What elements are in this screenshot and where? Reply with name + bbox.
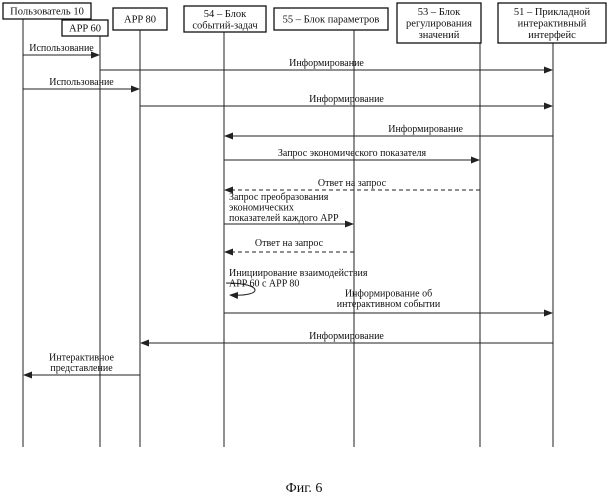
message-label: Использование xyxy=(49,77,114,88)
message-1: Использование xyxy=(23,43,99,55)
message-8: Запрос преобразованияэкономическихпоказа… xyxy=(224,192,353,224)
message-label: интерактивном событии xyxy=(337,299,441,310)
message-label: Интерактивное xyxy=(49,353,114,364)
participant-app60: APP 60 xyxy=(62,20,108,36)
message-11: Информирование обинтерактивном событии xyxy=(224,289,552,314)
participant-block53: 53 – Блокрегулированиязначений xyxy=(397,3,481,43)
participant-block55: 55 – Блок параметров xyxy=(274,8,388,30)
message-3: Использование xyxy=(23,77,139,89)
participant-label: 54 – Блок xyxy=(204,9,247,20)
participant-label: APP 60 xyxy=(69,24,101,35)
participant-app80: APP 80 xyxy=(113,8,167,30)
participant-label: интерактивный xyxy=(518,19,587,30)
message-label: Информирование об xyxy=(345,289,432,300)
participant-label: 51 – Прикладной xyxy=(514,7,591,18)
participant-block54: 54 – Блоксобытий-задач xyxy=(184,6,266,32)
participant-block51: 51 – Прикладнойинтерактивныйинтерфейс xyxy=(498,3,606,43)
message-6: Запрос экономического показателя xyxy=(224,148,479,160)
message-12: Информирование xyxy=(141,331,553,343)
message-5: Информирование xyxy=(225,124,553,136)
participant-label: 55 – Блок параметров xyxy=(283,15,380,26)
participant-label: 53 – Блок xyxy=(418,7,461,18)
messages: ИспользованиеИнформированиеИспользование… xyxy=(23,43,553,375)
participant-label: событий-задач xyxy=(192,20,258,31)
participant-user: Пользователь 10 xyxy=(3,3,91,19)
message-label: Запрос экономического показателя xyxy=(278,148,427,159)
message-label: Информирование xyxy=(309,331,384,342)
message-9: Ответ на запрос xyxy=(225,238,354,252)
participant-label: APP 80 xyxy=(124,15,156,26)
participant-label: регулирования xyxy=(406,19,472,30)
message-13: Интерактивноепредставление xyxy=(24,353,140,376)
participant-boxes: Пользователь 10 APP 60 APP 80 54 – Блоксобы… xyxy=(3,3,606,43)
message-label: экономических xyxy=(229,203,294,214)
message-label: показателей каждого APP xyxy=(229,213,339,224)
figure-caption: Фиг. 6 xyxy=(0,481,608,497)
message-label: представление xyxy=(50,363,113,374)
message-label: Ответ на запрос xyxy=(255,238,324,249)
message-label: Информирование xyxy=(309,94,384,105)
participant-label: Пользователь 10 xyxy=(10,7,84,18)
message-label: Ответ на запрос xyxy=(318,178,387,189)
participant-label: интерфейс xyxy=(528,30,576,41)
message-label: Запрос преобразования xyxy=(229,192,329,203)
message-label: Информирование xyxy=(388,124,463,135)
participant-label: значений xyxy=(419,30,460,41)
message-4: Информирование xyxy=(140,94,552,106)
message-7: Ответ на запрос xyxy=(225,178,480,190)
message-label: Использование xyxy=(29,43,94,54)
message-label: Информирование xyxy=(289,58,364,69)
message-2: Информирование xyxy=(100,58,552,70)
message-label: APP 60 с APP 80 xyxy=(229,279,299,290)
message-label: Инициирование взаимодействия xyxy=(229,268,368,279)
